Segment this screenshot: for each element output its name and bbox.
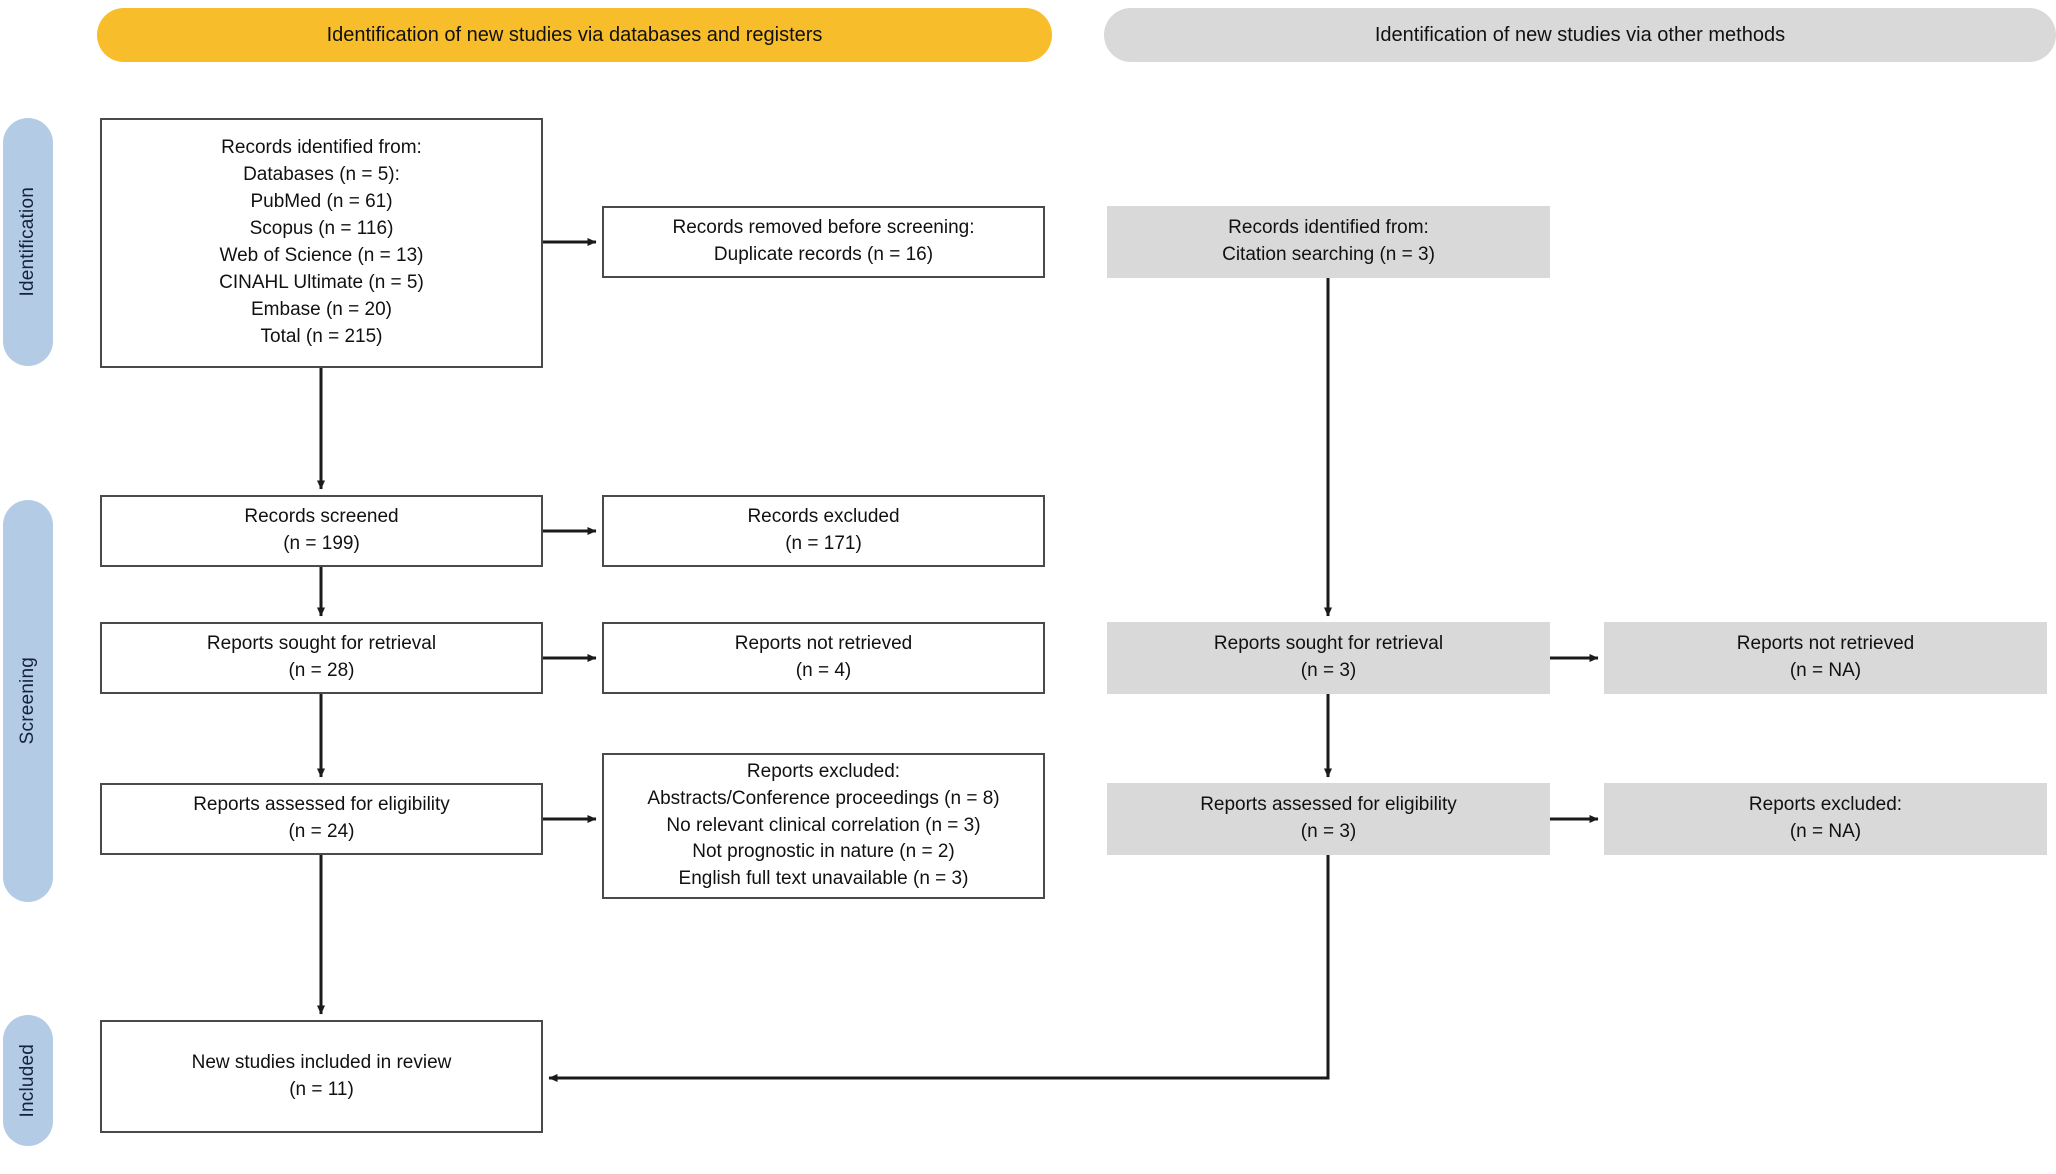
box-records-identified-databases: Records identified from: Databases (n = … [100, 118, 543, 368]
box-line: No relevant clinical correlation (n = 3) [666, 814, 981, 836]
box-line: (n = 3) [1300, 660, 1357, 681]
stage-label-included: Included [3, 1015, 53, 1146]
box-line: (n = 11) [289, 1078, 354, 1100]
box-line: Records removed before screening: [672, 217, 975, 239]
box-line: Records identified from: [1228, 217, 1429, 239]
box-line: (n = 28) [288, 660, 355, 681]
box-records-excluded: Records excluded (n = 171) [602, 495, 1045, 567]
box-line: Total (n = 215) [260, 325, 383, 347]
box-line: (n = NA) [1789, 821, 1862, 842]
banner-databases-registers: Identification of new studies via databa… [97, 8, 1052, 62]
box-line: Not prognostic in nature (n = 2) [692, 841, 955, 863]
box-line: Duplicate records (n = 16) [713, 244, 934, 265]
box-other-reports-not-retrieved: Reports not retrieved (n = NA) [1604, 622, 2047, 694]
box-line: (n = NA) [1789, 660, 1862, 681]
box-reports-sought-for-retrieval: Reports sought for retrieval (n = 28) [100, 622, 543, 694]
box-line: Records screened [244, 506, 399, 528]
box-line: (n = 24) [288, 821, 355, 842]
stage-label-screening: Screening [3, 500, 53, 902]
box-line: Reports sought for retrieval [1213, 633, 1444, 655]
box-records-screened: Records screened (n = 199) [100, 495, 543, 567]
box-line: Reports assessed for eligibility [1200, 794, 1457, 816]
box-line: (n = 4) [795, 660, 852, 681]
box-line: PubMed (n = 61) [250, 191, 393, 213]
box-line: CINAHL Ultimate (n = 5) [219, 271, 424, 293]
box-line: Reports assessed for eligibility [193, 794, 450, 816]
box-line: New studies included in review [191, 1051, 452, 1073]
box-line: Reports not retrieved [734, 633, 913, 655]
box-line: Databases (n = 5): [243, 164, 400, 186]
stage-label-included-text: Included [17, 1043, 38, 1118]
box-line: Embase (n = 20) [251, 298, 392, 320]
banner-other-methods: Identification of new studies via other … [1104, 8, 2056, 62]
box-line: Citation searching (n = 3) [1222, 244, 1435, 265]
box-line: (n = 3) [1300, 821, 1357, 842]
box-line: Reports sought for retrieval [206, 633, 437, 655]
banner-other-methods-label: Identification of new studies via other … [1374, 23, 1786, 46]
box-reports-excluded-with-reasons: Reports excluded: Abstracts/Conference p… [602, 753, 1045, 899]
stage-label-identification: Identification [3, 118, 53, 366]
box-line: Reports excluded: [1748, 794, 1903, 816]
box-other-reports-excluded: Reports excluded: (n = NA) [1604, 783, 2047, 855]
box-other-reports-sought-for-retrieval: Reports sought for retrieval (n = 3) [1107, 622, 1550, 694]
box-line: (n = 199) [283, 533, 360, 554]
box-records-removed-before-screening: Records removed before screening: Duplic… [602, 206, 1045, 278]
box-other-reports-assessed-for-eligibility: Reports assessed for eligibility (n = 3) [1107, 783, 1550, 855]
box-line: Records identified from: [221, 137, 422, 159]
box-line: Records excluded [747, 506, 900, 528]
stage-label-screening-text: Screening [17, 657, 38, 745]
box-line: Reports excluded: [746, 760, 901, 782]
box-line: English full text unavailable (n = 3) [678, 868, 969, 890]
box-line: Reports not retrieved [1736, 633, 1915, 655]
box-reports-not-retrieved: Reports not retrieved (n = 4) [602, 622, 1045, 694]
box-line: Scopus (n = 116) [249, 218, 394, 240]
box-new-studies-included-in-review: New studies included in review (n = 11) [100, 1020, 543, 1133]
box-line: Web of Science (n = 13) [219, 245, 424, 266]
box-line: Abstracts/Conference proceedings (n = 8) [647, 787, 1000, 809]
box-reports-assessed-for-eligibility: Reports assessed for eligibility (n = 24… [100, 783, 543, 855]
stage-label-identification-text: Identification [17, 187, 38, 297]
box-other-records-identified: Records identified from: Citation search… [1107, 206, 1550, 278]
banner-databases-label: Identification of new studies via databa… [326, 23, 823, 46]
box-line: (n = 171) [785, 533, 862, 554]
